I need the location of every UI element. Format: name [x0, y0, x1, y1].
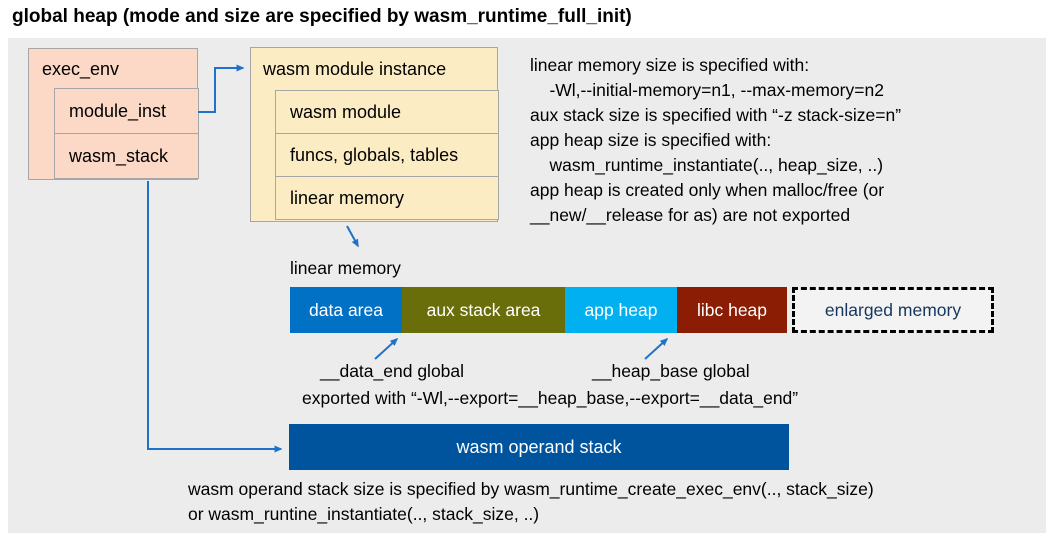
exec-env-row-module-inst: module_inst — [54, 88, 199, 134]
segment-libc-heap: libc heap — [677, 287, 787, 333]
exported-with-note: exported with “-Wl,--export=__heap_base,… — [302, 388, 799, 408]
segment-app-heap: app heap — [565, 287, 677, 333]
heap-base-global-label: __heap_base global — [592, 361, 750, 381]
wasm-operand-stack-bar: wasm operand stack — [289, 424, 789, 470]
module-instance-row-linear-memory: linear memory — [275, 176, 499, 220]
note-line: app heap is created only when malloc/fre… — [530, 180, 885, 200]
data-end-global-label: __data_end global — [320, 361, 465, 381]
module-instance-row-wasm-module: wasm module — [275, 90, 499, 134]
note-line: aux stack size is specified with “-z sta… — [530, 105, 902, 125]
note-line: wasm_runtime_instantiate(.., heap_size, … — [530, 155, 884, 175]
module-instance-title: wasm module instance — [263, 59, 447, 79]
linker-notes: linear memory size is specified with: -W… — [530, 53, 1042, 228]
module-instance-row-funcs-globals-tables: funcs, globals, tables — [275, 133, 499, 177]
operand-stack-note-line-2: or wasm_runtine_instantiate(.., stack_si… — [188, 504, 540, 524]
note-line: __new/__release for as) are not exported — [530, 205, 851, 225]
exec-env-box: exec_env module_inst wasm_stack — [28, 48, 199, 180]
note-line: linear memory size is specified with: — [530, 55, 810, 75]
module-instance-box: wasm module instance wasm module funcs, … — [250, 47, 499, 222]
note-line: app heap size is specified with: — [530, 130, 772, 150]
exec-env-row-wasm-stack: wasm_stack — [54, 133, 199, 179]
note-line: -Wl,--initial-memory=n1, --max-memory=n2 — [530, 80, 884, 100]
segment-aux-stack-area: aux stack area — [402, 287, 565, 333]
segment-data-area: data area — [290, 287, 402, 333]
enlarged-memory-box: enlarged memory — [792, 287, 994, 333]
linear-memory-label: linear memory — [290, 258, 401, 278]
operand-stack-note-line-1: wasm operand stack size is specified by … — [188, 479, 874, 499]
exec-env-title: exec_env — [42, 59, 120, 79]
page-title: global heap (mode and size are specified… — [12, 6, 632, 27]
